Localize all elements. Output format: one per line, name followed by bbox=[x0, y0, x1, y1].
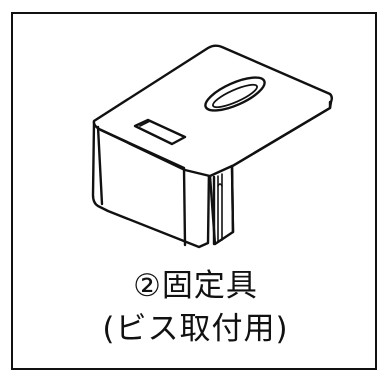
caption-title: ②固定具 bbox=[133, 268, 258, 304]
fixing-bracket-icon bbox=[91, 44, 333, 249]
caption-subtitle: (ビス取付用) bbox=[102, 311, 289, 347]
